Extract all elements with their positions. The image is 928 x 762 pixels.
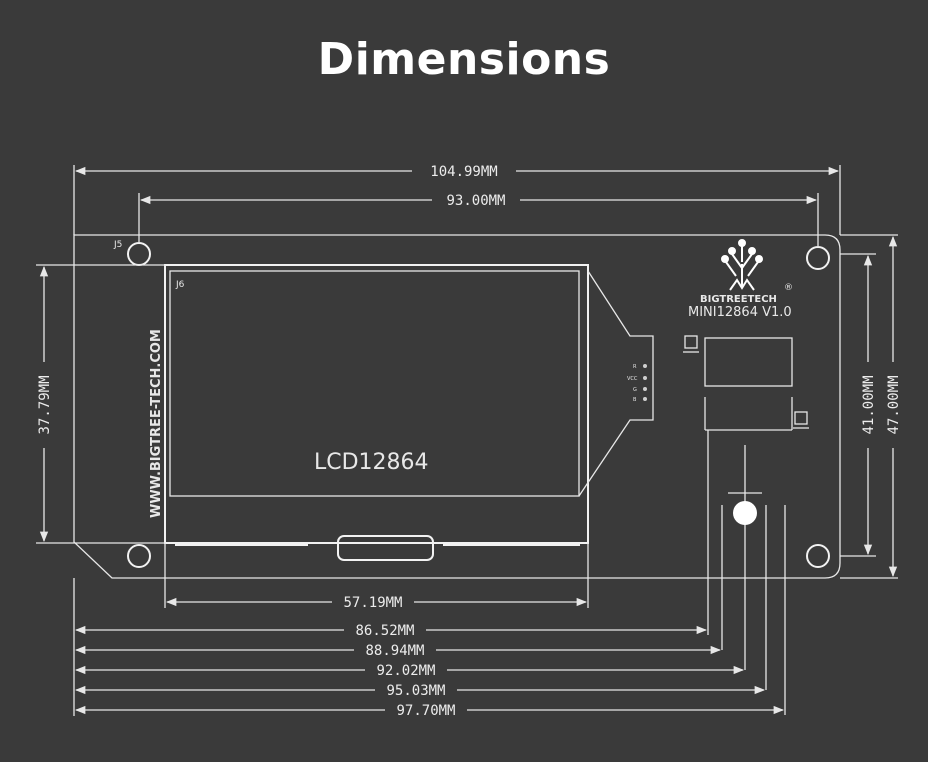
- dim-d4: 95.03MM: [386, 683, 445, 699]
- lcd-slot: [337, 535, 434, 561]
- encoder-body-top: [704, 337, 793, 387]
- brand-label: BIGTREETECH: [700, 294, 777, 305]
- mounting-hole-bottom-right: [806, 544, 830, 568]
- lcd-flex-cable: [578, 270, 654, 497]
- dim-d1: 86.52MM: [355, 623, 414, 639]
- pin-dot: [643, 387, 647, 391]
- dim-hole-spacing-x: 93.00MM: [446, 193, 505, 209]
- dim-overall-width: 104.99MM: [430, 164, 497, 180]
- mounting-hole-top-right: [806, 246, 830, 270]
- pin-label: B: [633, 397, 637, 403]
- board-outline: [73, 234, 841, 579]
- lcd-screen: [169, 270, 580, 497]
- dim-hole-spacing-y: 41.00MM: [861, 375, 877, 434]
- page-title: Dimensions: [317, 34, 611, 85]
- dim-d3: 92.02MM: [376, 663, 435, 679]
- dim-lcd-width: 57.19MM: [343, 595, 402, 611]
- dim-d5: 97.70MM: [396, 703, 455, 719]
- dim-lcd-height: 37.79MM: [37, 375, 53, 434]
- model-label: MINI12864 V1.0: [688, 305, 792, 320]
- pin-dot: [643, 376, 647, 380]
- pin-dot: [643, 364, 647, 368]
- dim-overall-height: 47.00MM: [886, 375, 902, 434]
- connector-j6-label: J6: [175, 280, 185, 290]
- bigtreetech-logo-icon: [721, 239, 763, 291]
- connector-j5-label: J5: [113, 240, 122, 250]
- encoder-knob: [733, 501, 757, 525]
- component-icon: [684, 335, 698, 349]
- pin-dot: [643, 397, 647, 401]
- pin-label: R: [633, 364, 637, 370]
- component-icon: [794, 411, 808, 425]
- dim-d2: 88.94MM: [365, 643, 424, 659]
- website-label: WWW.BIGTREE-TECH.COM: [149, 329, 164, 518]
- mounting-hole-bottom-left: [127, 544, 151, 568]
- registered-mark: ®: [784, 283, 793, 293]
- lcd-label: LCD12864: [314, 450, 429, 475]
- pin-label: G: [633, 387, 637, 393]
- mounting-hole-top-left: [127, 242, 151, 266]
- lcd-frame: [164, 264, 589, 544]
- pin-label: VCC: [627, 376, 638, 382]
